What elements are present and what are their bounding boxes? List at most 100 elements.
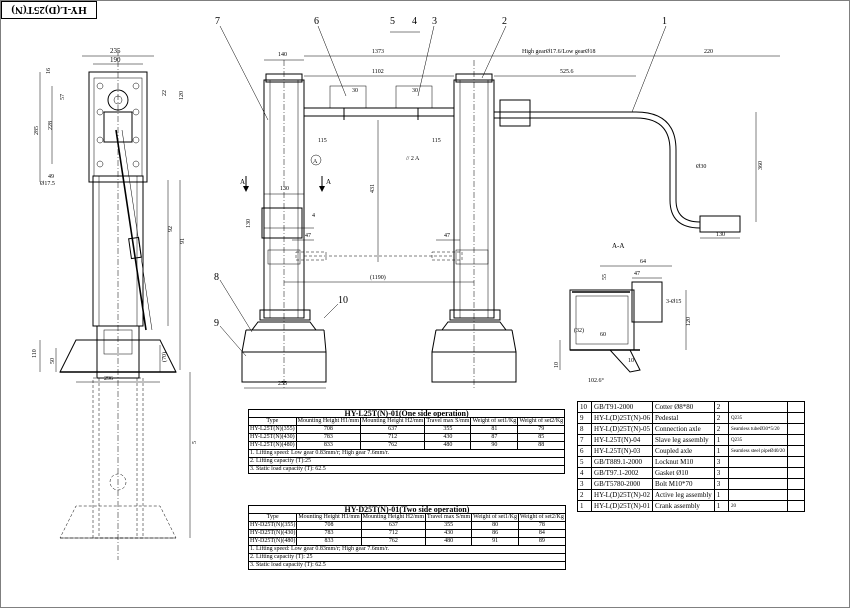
bom-cell: Seamless tubeØ30*5/20	[727, 423, 788, 435]
dim-228: 228	[48, 121, 54, 130]
bom-cell: Crank assembly	[652, 500, 715, 512]
balloon-2: 2	[502, 16, 507, 27]
bom-cell: Pedestal	[652, 412, 715, 424]
dim-47c: 47	[634, 271, 640, 277]
dim-115a: 115	[318, 138, 327, 144]
bom-cell: GB/T91-2000	[591, 401, 653, 413]
cell: HY-L25T(N)(355)	[248, 425, 297, 434]
bom-cell: 4	[576, 467, 593, 479]
dim-angle: 102.6°	[588, 377, 605, 384]
bom-cell	[786, 434, 806, 446]
bom-cell: GB/T97.1-2002	[591, 467, 653, 479]
balloon-1: 1	[662, 16, 667, 27]
bom-cell: 1	[713, 500, 729, 512]
bom-cell: 5	[576, 456, 593, 468]
bom-cell: Cotter Ø8*80	[652, 401, 715, 413]
dim-49: 49	[48, 174, 54, 180]
cell: 637	[359, 425, 426, 434]
dim-10: 10	[554, 362, 560, 368]
bom-cell: Gasket Ø10	[652, 467, 715, 479]
bom-cell: 2	[713, 412, 729, 424]
cell: 86	[471, 529, 519, 538]
cell: 90	[470, 441, 519, 450]
bom-cell: 1	[713, 489, 729, 501]
hdr-h2: Mounting Height H2/mm	[359, 417, 426, 426]
dim-47a: 47	[305, 233, 311, 239]
section-aa: A-A 64 47 55 3-Ø15 (32) 60 120 10 102.6°…	[554, 242, 692, 384]
bom-cell	[786, 445, 806, 457]
bom-cell: 3	[713, 467, 729, 479]
note-2: 2. Lifting capacity (T): 25	[248, 553, 566, 562]
two-side-title: HY-D25T(N)-01(Two side operation)	[248, 505, 566, 514]
bom-cell: 10	[576, 401, 593, 413]
cell: 712	[360, 529, 427, 538]
bom-cell: 8	[576, 423, 593, 435]
balloon-4: 4	[412, 16, 417, 27]
note-1: 1. Lifting speed: Low gear 0.83mm/r; Hig…	[247, 449, 566, 458]
bom-cell: 3	[713, 456, 729, 468]
cell: 85	[517, 433, 566, 442]
dim-4: 4	[312, 213, 315, 219]
cell: 430	[425, 529, 473, 538]
two-side-table: HY-D25T(N)-01(Two side operation) Type M…	[247, 505, 566, 570]
hdr-h2: Mounting Height H2/mm	[360, 513, 427, 522]
cell: 355	[424, 425, 472, 434]
cell: 84	[517, 529, 566, 538]
tolerance: // 2 A	[406, 156, 420, 162]
cell: 708	[295, 425, 362, 434]
dim-30b: 30	[412, 88, 418, 94]
bom-cell: Slave leg assembly	[652, 434, 715, 446]
dim-285: 285	[34, 126, 40, 135]
datum-a-label: A	[313, 159, 318, 165]
cell: 480	[424, 441, 472, 450]
bom-cell: HY-L25T(N)-04	[591, 434, 653, 446]
cell: 762	[360, 537, 427, 546]
cell: 80	[471, 521, 519, 530]
cell: HY-L25T(N)(430)	[248, 433, 297, 442]
note-2: 2. Lifting capacity (T):25	[247, 457, 566, 466]
dim-3phi15: 3-Ø15	[666, 299, 681, 305]
bom-cell: 7	[576, 434, 593, 446]
bom-cell: 1	[576, 500, 593, 512]
bom-cell	[786, 401, 806, 413]
cell: 81	[470, 425, 519, 434]
cell: 91	[471, 537, 519, 546]
dim-296: 296	[104, 376, 113, 382]
balloon-6: 6	[314, 16, 319, 27]
bom-cell: GB/T5780-2000	[591, 478, 653, 490]
bom-cell: 2	[713, 423, 729, 435]
note-3: 3. Static load capacity (T): 62.5	[248, 561, 566, 570]
cell: 637	[360, 521, 427, 530]
dim-phi17: Ø17.5	[40, 181, 55, 187]
dim-50: 50	[50, 358, 56, 364]
cell: HY-D25T(N)(430)	[247, 529, 298, 538]
cell: 430	[424, 433, 472, 442]
dim-91: 91	[180, 238, 186, 244]
bom-cell	[786, 456, 806, 468]
cell: 88	[517, 441, 566, 450]
dim-120b: 120	[686, 317, 692, 326]
bom-cell	[727, 401, 788, 413]
bom-cell: GB/T889.1-2000	[591, 456, 653, 468]
balloon-5: 5	[390, 16, 395, 27]
dim-60: 60	[600, 332, 606, 338]
bom-cell	[727, 478, 788, 490]
bom-cell: Connection axle	[652, 423, 715, 435]
hdr-h1: Mounting Height H1/mm	[296, 513, 362, 522]
dim-1190: (1190)	[370, 274, 386, 281]
hdr-w2: Weight of set2/Kg	[517, 513, 566, 522]
gear-spec: High gearØ17.6/Low gearØ18	[522, 49, 595, 55]
bom-cell	[727, 467, 788, 479]
cell: HY-L25T(N)(480)	[248, 441, 297, 450]
